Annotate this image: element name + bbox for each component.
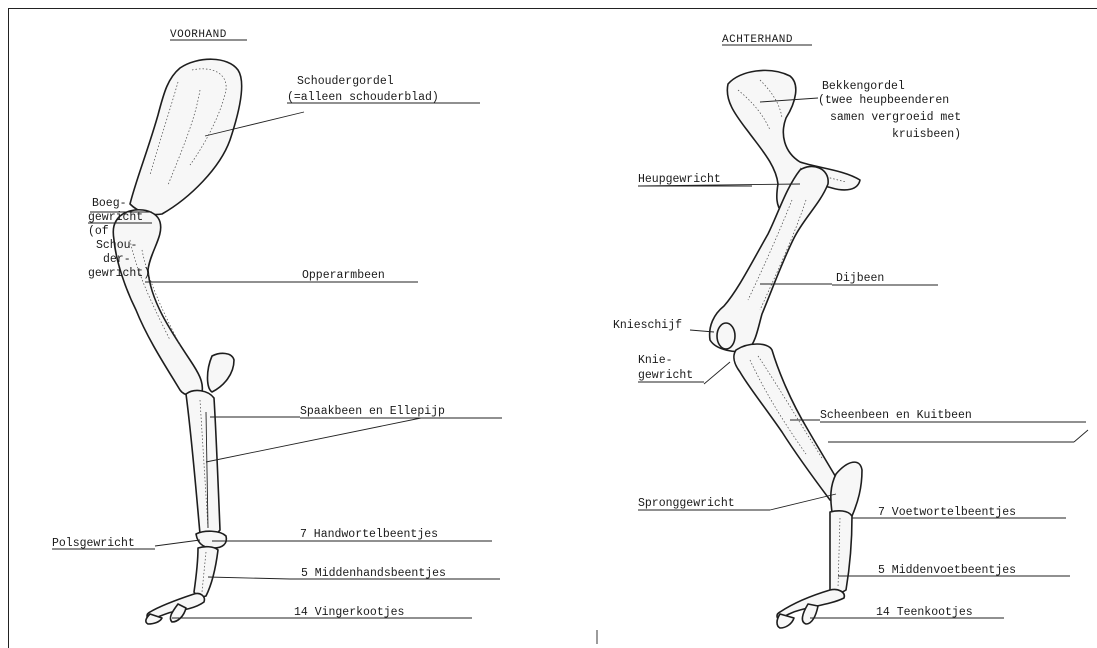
label-teenkootjes: 14 Teenkootjes: [876, 606, 973, 619]
label-handwortel: 7 Handwortelbeentjes: [300, 528, 438, 541]
humerus-bone: [113, 210, 202, 396]
label-dijbeen: Dijbeen: [836, 272, 884, 285]
label-boeg-4: Schou-: [96, 239, 137, 252]
label-boeg-5: der-: [103, 253, 131, 266]
label-bekkengordel: Bekkengordel: [822, 80, 905, 93]
label-bekken-sub2: samen vergroeid met: [830, 111, 961, 124]
metatarsal-bones: [830, 511, 852, 593]
label-boeg-2: gewricht: [88, 211, 143, 224]
label-boeg-6: gewricht): [88, 267, 150, 280]
label-knie-1: Knie-: [638, 354, 673, 367]
front-labels: Schoudergordel (=alleen schouderblad) Bo…: [52, 75, 502, 619]
label-spronggewricht: Spronggewricht: [638, 497, 735, 510]
front-leg-title: VOORHAND: [170, 29, 227, 41]
label-spaakbeen: Spaakbeen en Ellepijp: [300, 405, 445, 418]
scapula-bone: [130, 59, 242, 214]
label-knieschijf: Knieschijf: [613, 319, 682, 332]
label-opperarmbeen: Opperarmbeen: [302, 269, 385, 282]
label-heupgewricht: Heupgewricht: [638, 173, 721, 186]
label-vingerkootjes: 14 Vingerkootjes: [294, 606, 404, 619]
hind-leg-title: ACHTERHAND: [722, 34, 793, 46]
radius-ulna-bone: [186, 391, 220, 537]
label-bekken-sub1: (twee heupbeenderen: [818, 94, 949, 107]
carpal-bones: [196, 531, 226, 548]
metacarpal-bones: [194, 547, 218, 597]
label-bekken-sub3: kruisbeen): [892, 128, 961, 141]
ulna-olecranon: [208, 353, 235, 392]
label-boeg-1: Boeg-: [92, 197, 127, 210]
label-middenhand: 5 Middenhandsbeentjes: [301, 567, 446, 580]
label-schoudergordel-sub: (=alleen schouderblad): [287, 91, 439, 104]
label-schoudergordel: Schoudergordel: [297, 75, 394, 88]
label-middenvoet: 5 Middenvoetbeentjes: [878, 564, 1016, 577]
label-boeg-3: (of: [88, 225, 109, 238]
patella-bone: [717, 323, 735, 349]
label-knie-2: gewricht: [638, 369, 693, 382]
hind-leg-skeleton: [710, 70, 862, 628]
tibia-bone: [734, 344, 846, 502]
label-scheenbeen: Scheenbeen en Kuitbeen: [820, 409, 972, 422]
label-polsgewricht: Polsgewricht: [52, 537, 135, 550]
label-voetwortel: 7 Voetwortelbeentjes: [878, 506, 1016, 519]
